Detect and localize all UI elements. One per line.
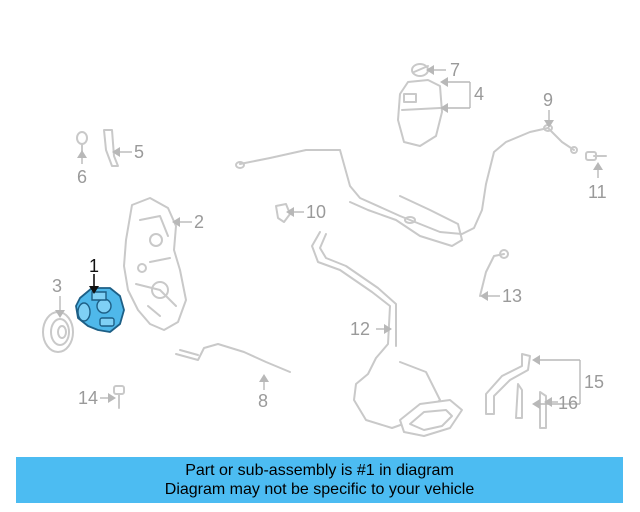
callout-2: 2	[194, 212, 204, 232]
hose-part-8[interactable]	[175, 343, 291, 373]
callout-1: 1	[89, 256, 99, 276]
clamp-part-10[interactable]	[275, 203, 291, 223]
banner-line-disclaimer: Diagram may not be specific to your vehi…	[164, 481, 475, 498]
callout-9: 9	[543, 90, 553, 110]
pulley-part[interactable]	[42, 311, 74, 353]
callout-11: 11	[588, 182, 607, 202]
info-banner: Part or sub-assembly is #1 in diagram Di…	[16, 457, 623, 503]
callout-13: 13	[502, 286, 522, 306]
callout-12: 12	[350, 319, 370, 339]
callout-3: 3	[52, 276, 62, 296]
power-steering-pump[interactable]	[75, 287, 125, 333]
callout-6: 6	[77, 167, 87, 187]
callout-4: 4	[474, 84, 484, 104]
callout-15: 15	[584, 372, 604, 392]
bracket-part-5[interactable]	[103, 129, 119, 167]
bolt-part-14[interactable]	[113, 385, 125, 409]
banner-line-part-number: Part or sub-assembly is #1 in diagram	[185, 462, 454, 479]
bolt-part-11[interactable]	[585, 151, 607, 161]
callout-16: 16	[558, 393, 578, 413]
return-line-12[interactable]	[311, 231, 441, 429]
reservoir-part-4[interactable]	[397, 79, 443, 147]
pressure-line[interactable]	[239, 127, 575, 235]
parts-diagram: 1 2 3 4 5 6 7 8 9 10 11 12 13 14 15 16	[42, 60, 607, 437]
bracket-part-15[interactable]	[485, 353, 547, 429]
callout-14: 14	[78, 388, 98, 408]
callout-8: 8	[258, 391, 268, 411]
fitting-part-6[interactable]	[76, 131, 88, 153]
housing-cover-part[interactable]	[123, 197, 187, 331]
callout-7: 7	[450, 60, 460, 80]
callout-5: 5	[134, 142, 144, 162]
callout-10: 10	[306, 202, 326, 222]
cap-part-7[interactable]	[411, 63, 429, 77]
